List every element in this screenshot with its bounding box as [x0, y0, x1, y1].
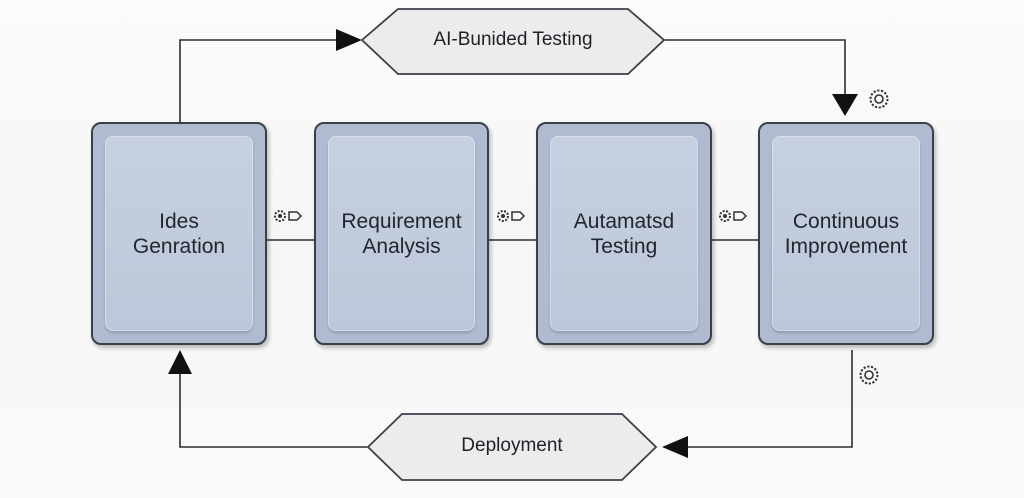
top-loop-line-right [662, 39, 846, 96]
arrow-into-bottom-hexagon [662, 436, 688, 458]
bottom-loop-line-left [179, 372, 372, 448]
gear-arrow-icon [271, 205, 305, 227]
stage-continuous-improvement-panel: Continuous Improvement [772, 136, 920, 331]
stage-automated-testing-panel: Autamatsd Testing [550, 136, 698, 331]
arrow-into-idea [168, 350, 192, 374]
stage-idea-generation: Ides Genration [91, 122, 267, 345]
bottom-loop-line-right [686, 350, 853, 448]
stage-requirement-analysis-label: Requirement Analysis [341, 209, 462, 258]
stage-idea-generation-panel: Ides Genration [105, 136, 253, 331]
arrow-into-improvement [832, 94, 858, 116]
top-hexagon-label: AI-Bunided Testing [433, 29, 593, 50]
gear-arrow-icon [716, 205, 750, 227]
stage-automated-testing-label: Autamatsd Testing [573, 209, 675, 258]
top-loop-line-left [179, 39, 340, 122]
bottom-hexagon [366, 413, 658, 481]
bottom-hexagon-label: Deployment [461, 435, 563, 456]
top-hexagon [360, 8, 666, 75]
stage-continuous-improvement: Continuous Improvement [758, 122, 934, 345]
gear-icon [858, 364, 880, 386]
stage-idea-generation-label: Ides Genration [132, 209, 226, 258]
gear-arrow-icon [494, 205, 528, 227]
stage-requirement-analysis: Requirement Analysis [314, 122, 489, 345]
stage-continuous-improvement-label: Continuous Improvement [784, 209, 908, 258]
arrow-into-top-hexagon [336, 29, 362, 51]
stage-requirement-analysis-panel: Requirement Analysis [328, 136, 475, 331]
gear-icon [868, 88, 890, 110]
stage-automated-testing: Autamatsd Testing [536, 122, 712, 345]
